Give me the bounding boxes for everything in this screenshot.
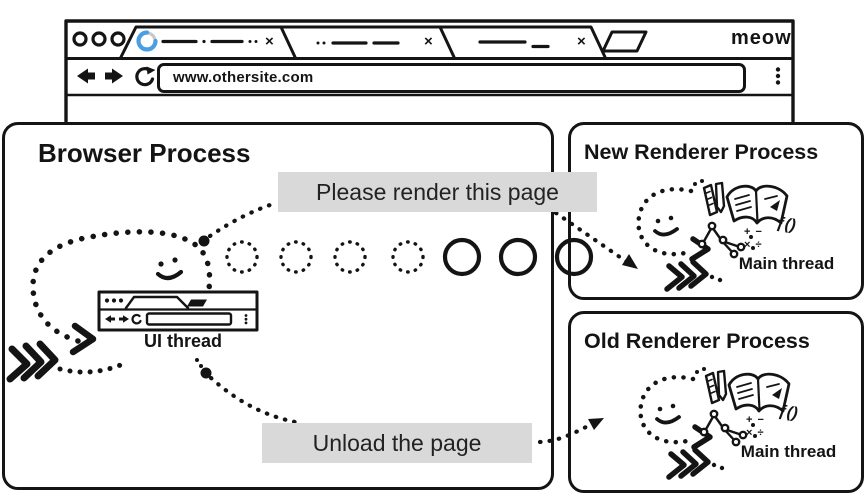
old-renderer-main-thread-label: Main thread: [740, 442, 837, 461]
browser-window-frame: [64, 19, 795, 123]
unload-message-label: Unload the page: [262, 423, 532, 463]
artist-signature: meow: [731, 27, 792, 49]
browser-process-title: Browser Process: [38, 138, 251, 168]
pending-circles: [225, 240, 425, 274]
render-arrowhead: [622, 254, 638, 269]
math-symbols-icon: + −× ÷: [744, 226, 763, 251]
loop-arrow-icon: [69, 322, 97, 356]
ui-thread-label: UI thread: [143, 331, 222, 351]
renderer-main-thread-illustration: [636, 179, 789, 292]
ui-thread-smiley-icon: [155, 257, 184, 281]
tab1-title-placeholder: [161, 39, 258, 44]
tab2-title-placeholder: [316, 41, 400, 45]
window-controls-icon: [72, 31, 126, 47]
loading-spinner-icon: [136, 30, 158, 52]
render-junction-dot: [198, 235, 210, 247]
active-circles: [442, 237, 594, 277]
reload-icon[interactable]: [135, 66, 156, 87]
unload-arrowhead: [588, 418, 604, 430]
tab3-close-icon[interactable]: ×: [577, 33, 586, 50]
tab-separator-2: [438, 25, 456, 59]
tab-strip-outline[interactable]: [119, 25, 607, 59]
browser-menu-icon[interactable]: [775, 67, 781, 85]
url-bar[interactable]: www.othersite.com: [157, 63, 746, 93]
unload-message-arrow-line: [537, 421, 595, 445]
math-symbols-icon: + −× ÷: [746, 414, 765, 439]
back-icon[interactable]: [77, 68, 95, 84]
tab3-title-placeholder: [478, 40, 550, 49]
new-tab-button[interactable]: [601, 30, 648, 53]
unload-message-line: [208, 375, 303, 426]
tab2-close-icon[interactable]: ×: [424, 33, 433, 50]
new-renderer-main-thread-label: Main thread: [738, 254, 835, 273]
function-icon: ƒ(): [774, 214, 797, 235]
render-message-label: Please render this page: [278, 172, 597, 212]
function-icon: ƒ(): [776, 402, 799, 423]
forward-icon[interactable]: [105, 68, 123, 84]
url-text: www.othersite.com: [173, 69, 314, 86]
new-renderer-process-title: New Renderer Process: [584, 140, 819, 164]
unload-junction-dot: [200, 367, 212, 379]
fast-forward-trail: [57, 359, 131, 375]
mini-browser-icon: [97, 290, 259, 332]
old-renderer-process-title: Old Renderer Process: [584, 329, 810, 353]
fast-forward-icon: [6, 340, 59, 383]
render-message-line: [207, 200, 279, 239]
tab-separator-1: [279, 25, 297, 59]
tab1-close-icon[interactable]: ×: [265, 33, 274, 50]
